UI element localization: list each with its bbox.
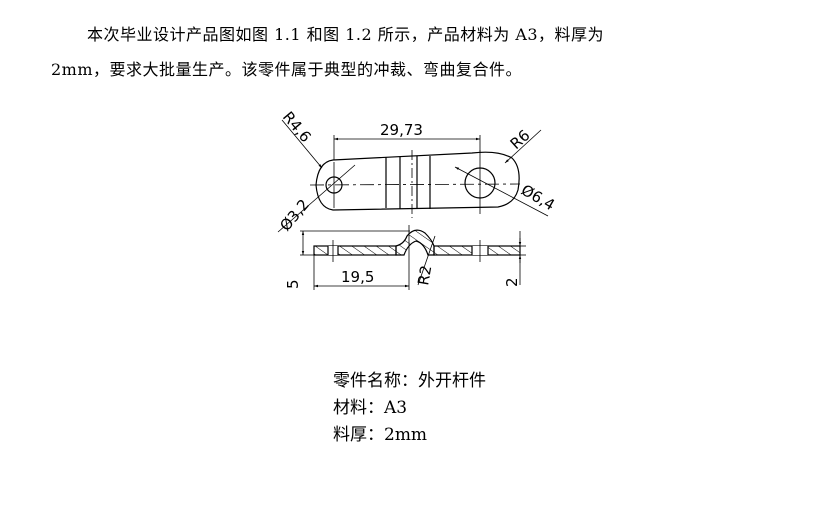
dim-thickness: 2 [503, 277, 521, 287]
dim-right-hole-dia: Ø6,4 [518, 181, 558, 214]
dim-length-top: 29,73 [380, 121, 423, 139]
part-caption: 零件名称：外开杆件 材料：A3 料厚：2mm [333, 368, 486, 449]
side-view [300, 225, 526, 290]
caption-part-name: 零件名称：外开杆件 [333, 371, 486, 391]
dim-left-radius: R4,6 [279, 108, 315, 146]
dim-right-radius: R6 [507, 126, 534, 153]
paragraph-line-2: 2mm，要求大批量生产。该零件属于典型的冲裁、弯曲复合件。 [51, 60, 523, 79]
dim-left-hole-dia: Ø3,2 [276, 196, 313, 235]
dim-bend-radius: R2 [414, 264, 435, 287]
dim-height: 5 [284, 279, 302, 289]
dim-length-side: 19,5 [341, 268, 374, 286]
caption-thickness: 料厚：2mm [333, 425, 428, 445]
part-outline [315, 151, 520, 211]
top-view [277, 119, 549, 233]
paragraph-line-1: 本次毕业设计产品图如图 1.1 和图 1.2 所示，产品材料为 A3，料厚为 [87, 25, 605, 44]
caption-material: 材料：A3 [333, 398, 408, 418]
